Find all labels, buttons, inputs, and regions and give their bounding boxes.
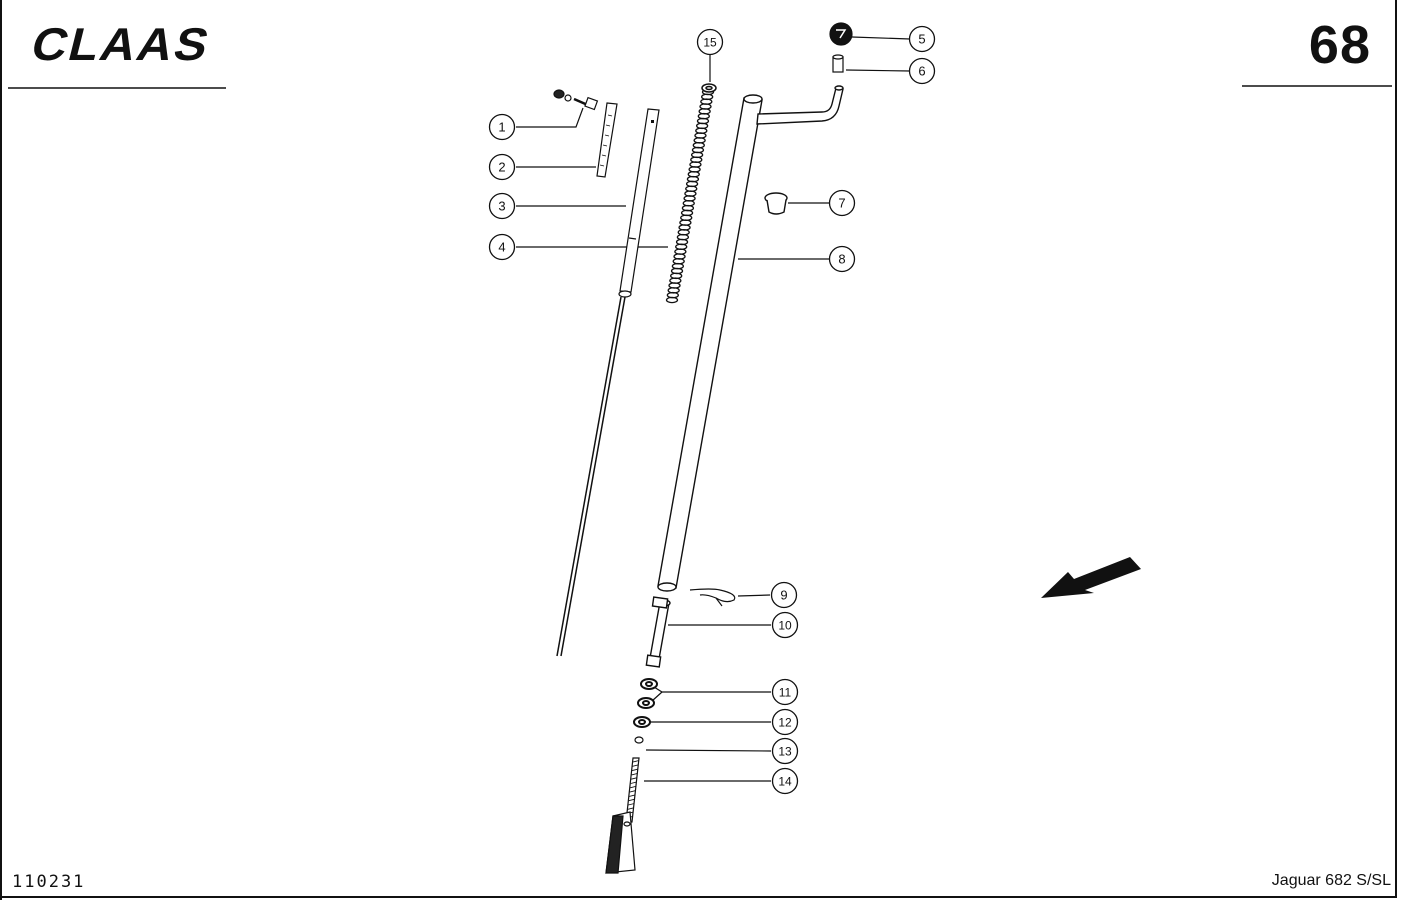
- callout-label: 3: [498, 199, 505, 214]
- callout-5: 5: [908, 25, 936, 53]
- callout-circle: [488, 153, 516, 181]
- callout-circle: [771, 737, 799, 765]
- callout-label: 6: [918, 64, 925, 79]
- drawing-number: 110231: [12, 872, 86, 892]
- callout-label: 9: [780, 588, 787, 603]
- claas-logo: CLAAS: [26, 20, 216, 71]
- part-11-washers: [637, 678, 658, 709]
- callout-circle: [828, 189, 856, 217]
- callout-10: 10: [771, 611, 799, 639]
- callout-label: 5: [918, 32, 925, 47]
- spring-coil: [665, 296, 679, 304]
- part-14-foot: [605, 757, 640, 874]
- callout-15: 15: [696, 28, 724, 56]
- part-3-rod: [556, 108, 660, 657]
- thread-mark: [629, 794, 636, 797]
- thread-mark: [631, 768, 639, 772]
- callout-11: 11: [771, 678, 799, 706]
- callout-circle: [828, 245, 856, 273]
- callout-6: 6: [908, 57, 936, 85]
- model-label: Jaguar 682 S/SL: [1271, 872, 1391, 889]
- callout-3: 3: [488, 192, 516, 220]
- thread-mark: [630, 785, 637, 789]
- callout-label: 11: [779, 686, 792, 700]
- part-12-washer: [633, 716, 651, 728]
- callout-4: 4: [488, 233, 516, 261]
- part-4-spring: [665, 88, 715, 304]
- callout-label: 4: [498, 240, 505, 255]
- callout-circle: [771, 611, 799, 639]
- callout-label: 14: [778, 775, 792, 789]
- thread-mark: [629, 790, 636, 793]
- callout-8: 8: [828, 245, 856, 273]
- page-number: 68: [1308, 15, 1371, 75]
- callout-label: 8: [838, 252, 845, 267]
- callout-circle: [696, 28, 724, 56]
- callout-7: 7: [828, 189, 856, 217]
- thread-mark: [631, 777, 638, 780]
- callout-circle: [488, 233, 516, 261]
- callout-circle: [488, 113, 516, 141]
- part-15-washer: [701, 83, 717, 93]
- callout-12: 12: [771, 708, 799, 736]
- callout-9: 9: [770, 581, 798, 609]
- thread-mark: [627, 807, 634, 810]
- thread-mark: [632, 764, 639, 767]
- callout-label: 12: [778, 716, 792, 730]
- callout-circle: [771, 767, 799, 795]
- callout-13: 13: [771, 737, 799, 765]
- callout-label: 10: [778, 619, 792, 633]
- thread-mark: [632, 760, 640, 763]
- callout-circle: [771, 708, 799, 736]
- part-5-knob: [829, 22, 853, 46]
- callout-1: 1: [488, 113, 516, 141]
- callout-circle: [770, 581, 798, 609]
- thread-mark: [630, 781, 637, 784]
- callout-circle: [771, 678, 799, 706]
- part-2-scale: [596, 102, 618, 178]
- part-13-ring: [634, 736, 644, 744]
- callout-label: 2: [498, 160, 505, 175]
- callout-label: 13: [778, 745, 792, 759]
- part-10-pin: [645, 596, 671, 668]
- part-8-tube: [657, 85, 844, 592]
- thread-mark: [628, 803, 635, 806]
- leader-lines: [516, 36, 911, 782]
- callout-2: 2: [488, 153, 516, 181]
- callout-circle: [908, 25, 936, 53]
- thread-mark: [631, 772, 638, 776]
- svg-text:CLAAS: CLAAS: [26, 20, 216, 71]
- thread-mark: [628, 798, 635, 802]
- callout-label: 1: [498, 120, 505, 135]
- part-6-sleeve: [832, 54, 844, 73]
- callout-14: 14: [771, 767, 799, 795]
- callout-label: 15: [703, 36, 717, 50]
- callout-circle: [488, 192, 516, 220]
- part-7-cap: [764, 192, 788, 215]
- part-1-screw: [553, 89, 599, 111]
- callout-label: 7: [838, 196, 845, 211]
- callout-circle: [908, 57, 936, 85]
- direction-arrow: [1041, 557, 1141, 598]
- part-9-clip: [689, 588, 736, 607]
